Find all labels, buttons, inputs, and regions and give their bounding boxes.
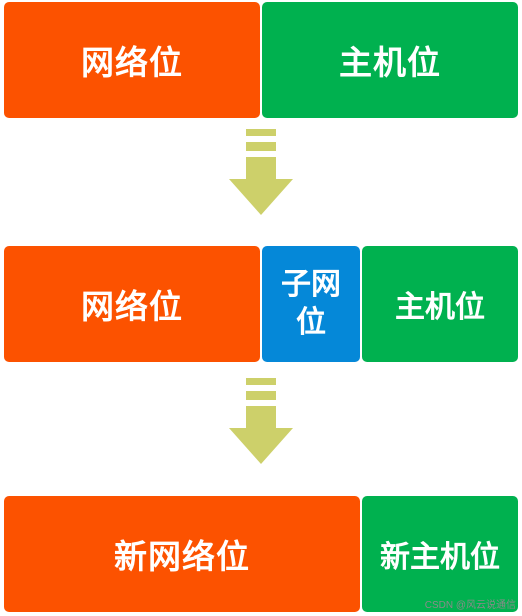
new-network-bits-label: 新网络位 [114, 537, 250, 576]
down-arrow-icon [229, 378, 293, 464]
network-bits-label: 网络位 [81, 43, 183, 82]
host-bits-label: 主机位 [395, 290, 485, 325]
subnet-bits-box: 子网位 [262, 246, 360, 362]
host-bits-label: 主机位 [339, 43, 441, 82]
network-bits-box: 网络位 [4, 246, 260, 362]
subnet-bits-label: 子网位 [281, 267, 341, 340]
new-network-bits-box: 新网络位 [4, 496, 360, 612]
network-bits-box: 网络位 [4, 2, 260, 118]
network-bits-label: 网络位 [81, 287, 183, 326]
host-bits-box: 主机位 [262, 2, 518, 118]
new-host-bits-label: 新主机位 [380, 540, 500, 575]
new-host-bits-box: 新主机位 [362, 496, 518, 612]
host-bits-box: 主机位 [362, 246, 518, 362]
watermark: CSDN @风云说通信 [424, 600, 516, 611]
down-arrow-icon [229, 129, 293, 215]
